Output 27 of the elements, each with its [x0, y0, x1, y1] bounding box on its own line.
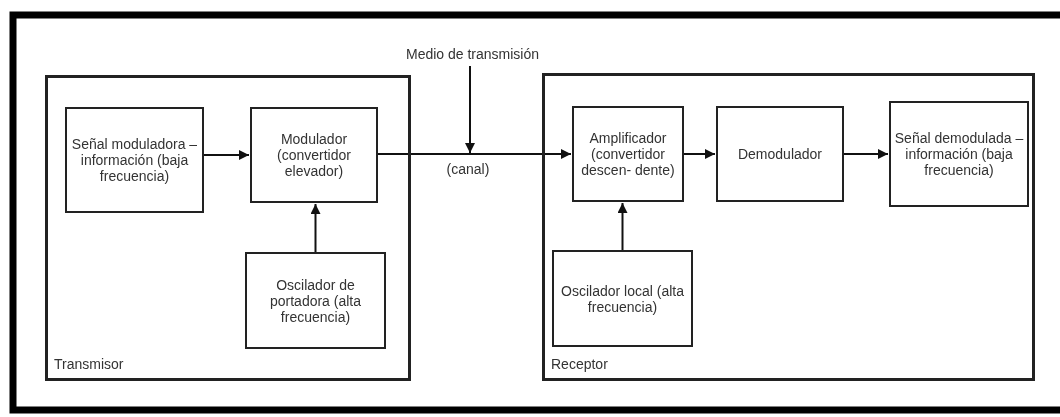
arrow — [683, 149, 716, 159]
box-label: Oscilador local (alta frecuencia) — [560, 282, 685, 315]
group-label: Transmisor — [54, 356, 124, 372]
process-box — [716, 106, 844, 202]
process-box — [552, 250, 693, 347]
process-box — [572, 106, 684, 202]
box-label: Amplificador (convertidor descen- dente) — [580, 130, 676, 178]
leader-arrow — [465, 65, 475, 154]
box-label: Señal demodulada – información (baja frecuencia) — [893, 130, 1025, 178]
process-box — [889, 101, 1029, 207]
box-label: Señal moduladora – información (baja frecuencia) — [70, 136, 199, 184]
box-label: Oscilador de portadora (alta frecuencia) — [268, 276, 363, 325]
arrow — [617, 202, 628, 251]
medium-label: Medio de transmisión — [405, 46, 540, 62]
arrow — [843, 149, 889, 159]
edge-label: (canal) — [444, 161, 492, 177]
arrow — [310, 203, 321, 253]
group-label: Receptor — [551, 356, 608, 372]
group-box — [542, 73, 1035, 381]
arrow — [377, 149, 572, 159]
box-label: Demodulador — [737, 146, 823, 162]
process-box — [250, 107, 378, 203]
process-box — [65, 107, 204, 213]
process-box — [245, 252, 386, 349]
box-label: Modulador (convertidor elevador) — [276, 131, 352, 179]
arrow — [203, 150, 250, 160]
group-box — [45, 75, 411, 381]
